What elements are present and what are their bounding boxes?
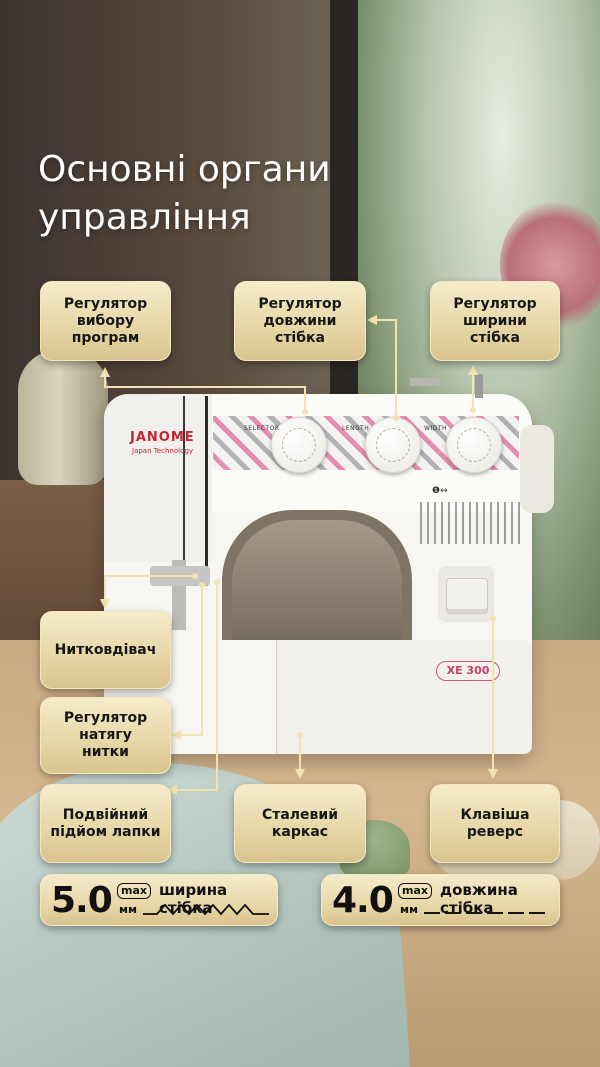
spec-length-value: 4.0 [332,880,394,921]
callout-presser-lift: Подвійний підйом лапки [40,784,171,863]
spool-pin [475,374,483,398]
selector-label: SELECTOR [244,425,280,432]
callout-steel-frame: Сталевий каркас [234,784,366,863]
spec-length-max: max [398,883,432,899]
spec-width-card: 5.0 max мм ширина стібка [40,874,278,926]
machine-head [104,394,212,562]
line-dot-length [393,415,399,421]
line-dot-reverse [490,615,496,621]
callout-stitch-width: Регулятор ширини стібка [430,281,560,361]
vase [18,350,108,485]
stitch-chart [420,502,520,544]
machine-arm-gap-inner [232,520,402,660]
spec-length-card: 4.0 max мм довжина стібка [321,874,560,926]
line-program-selector [100,367,306,412]
line-dot-width [470,407,476,413]
line-dot-tension [199,582,205,588]
length-label: LENGTH [342,425,370,432]
line-threader [100,575,195,609]
line-dot-frame [297,732,303,738]
thread-guide [183,396,185,566]
line-stitch-length [367,315,397,418]
width-knob[interactable] [446,417,502,473]
spec-width-value: 5.0 [51,880,113,921]
brand-tagline: Japan Technology [132,447,193,455]
zigzag-stitch-icon [143,903,269,916]
line-dot-selector [302,409,308,415]
line-thread-tension [171,585,203,740]
thread-take-up [205,396,208,586]
model-badge: XE 300 [436,661,500,681]
handwheel [520,425,554,513]
line-dot-threader [192,573,198,579]
callout-threader: Нитковдівач [40,611,171,689]
line-presser-lift [167,582,218,795]
spec-width-max: max [117,883,151,899]
spec-width-unit: мм [119,903,137,916]
brand-logo: JANOME [130,430,195,445]
line-dot-lift [214,579,220,585]
spec-length-unit: мм [400,903,418,916]
page-title: Основні органи управління [38,149,331,238]
callout-reverse-key: Клавіша реверс [430,784,560,863]
callout-program-selector: Регулятор вибору програм [40,281,171,361]
callout-thread-tension: Регулятор натягу нитки [40,697,171,774]
selector-knob[interactable] [271,417,327,473]
bobbin-winder [410,378,440,386]
reverse-lever[interactable] [446,578,488,614]
callout-stitch-length: Регулятор довжини стібка [234,281,366,361]
straight-stitch-icon [424,912,550,914]
length-knob[interactable] [365,417,421,473]
width-label: WIDTH [424,425,447,432]
one-step-buttonhole-icon: ❶↔ [432,486,448,496]
